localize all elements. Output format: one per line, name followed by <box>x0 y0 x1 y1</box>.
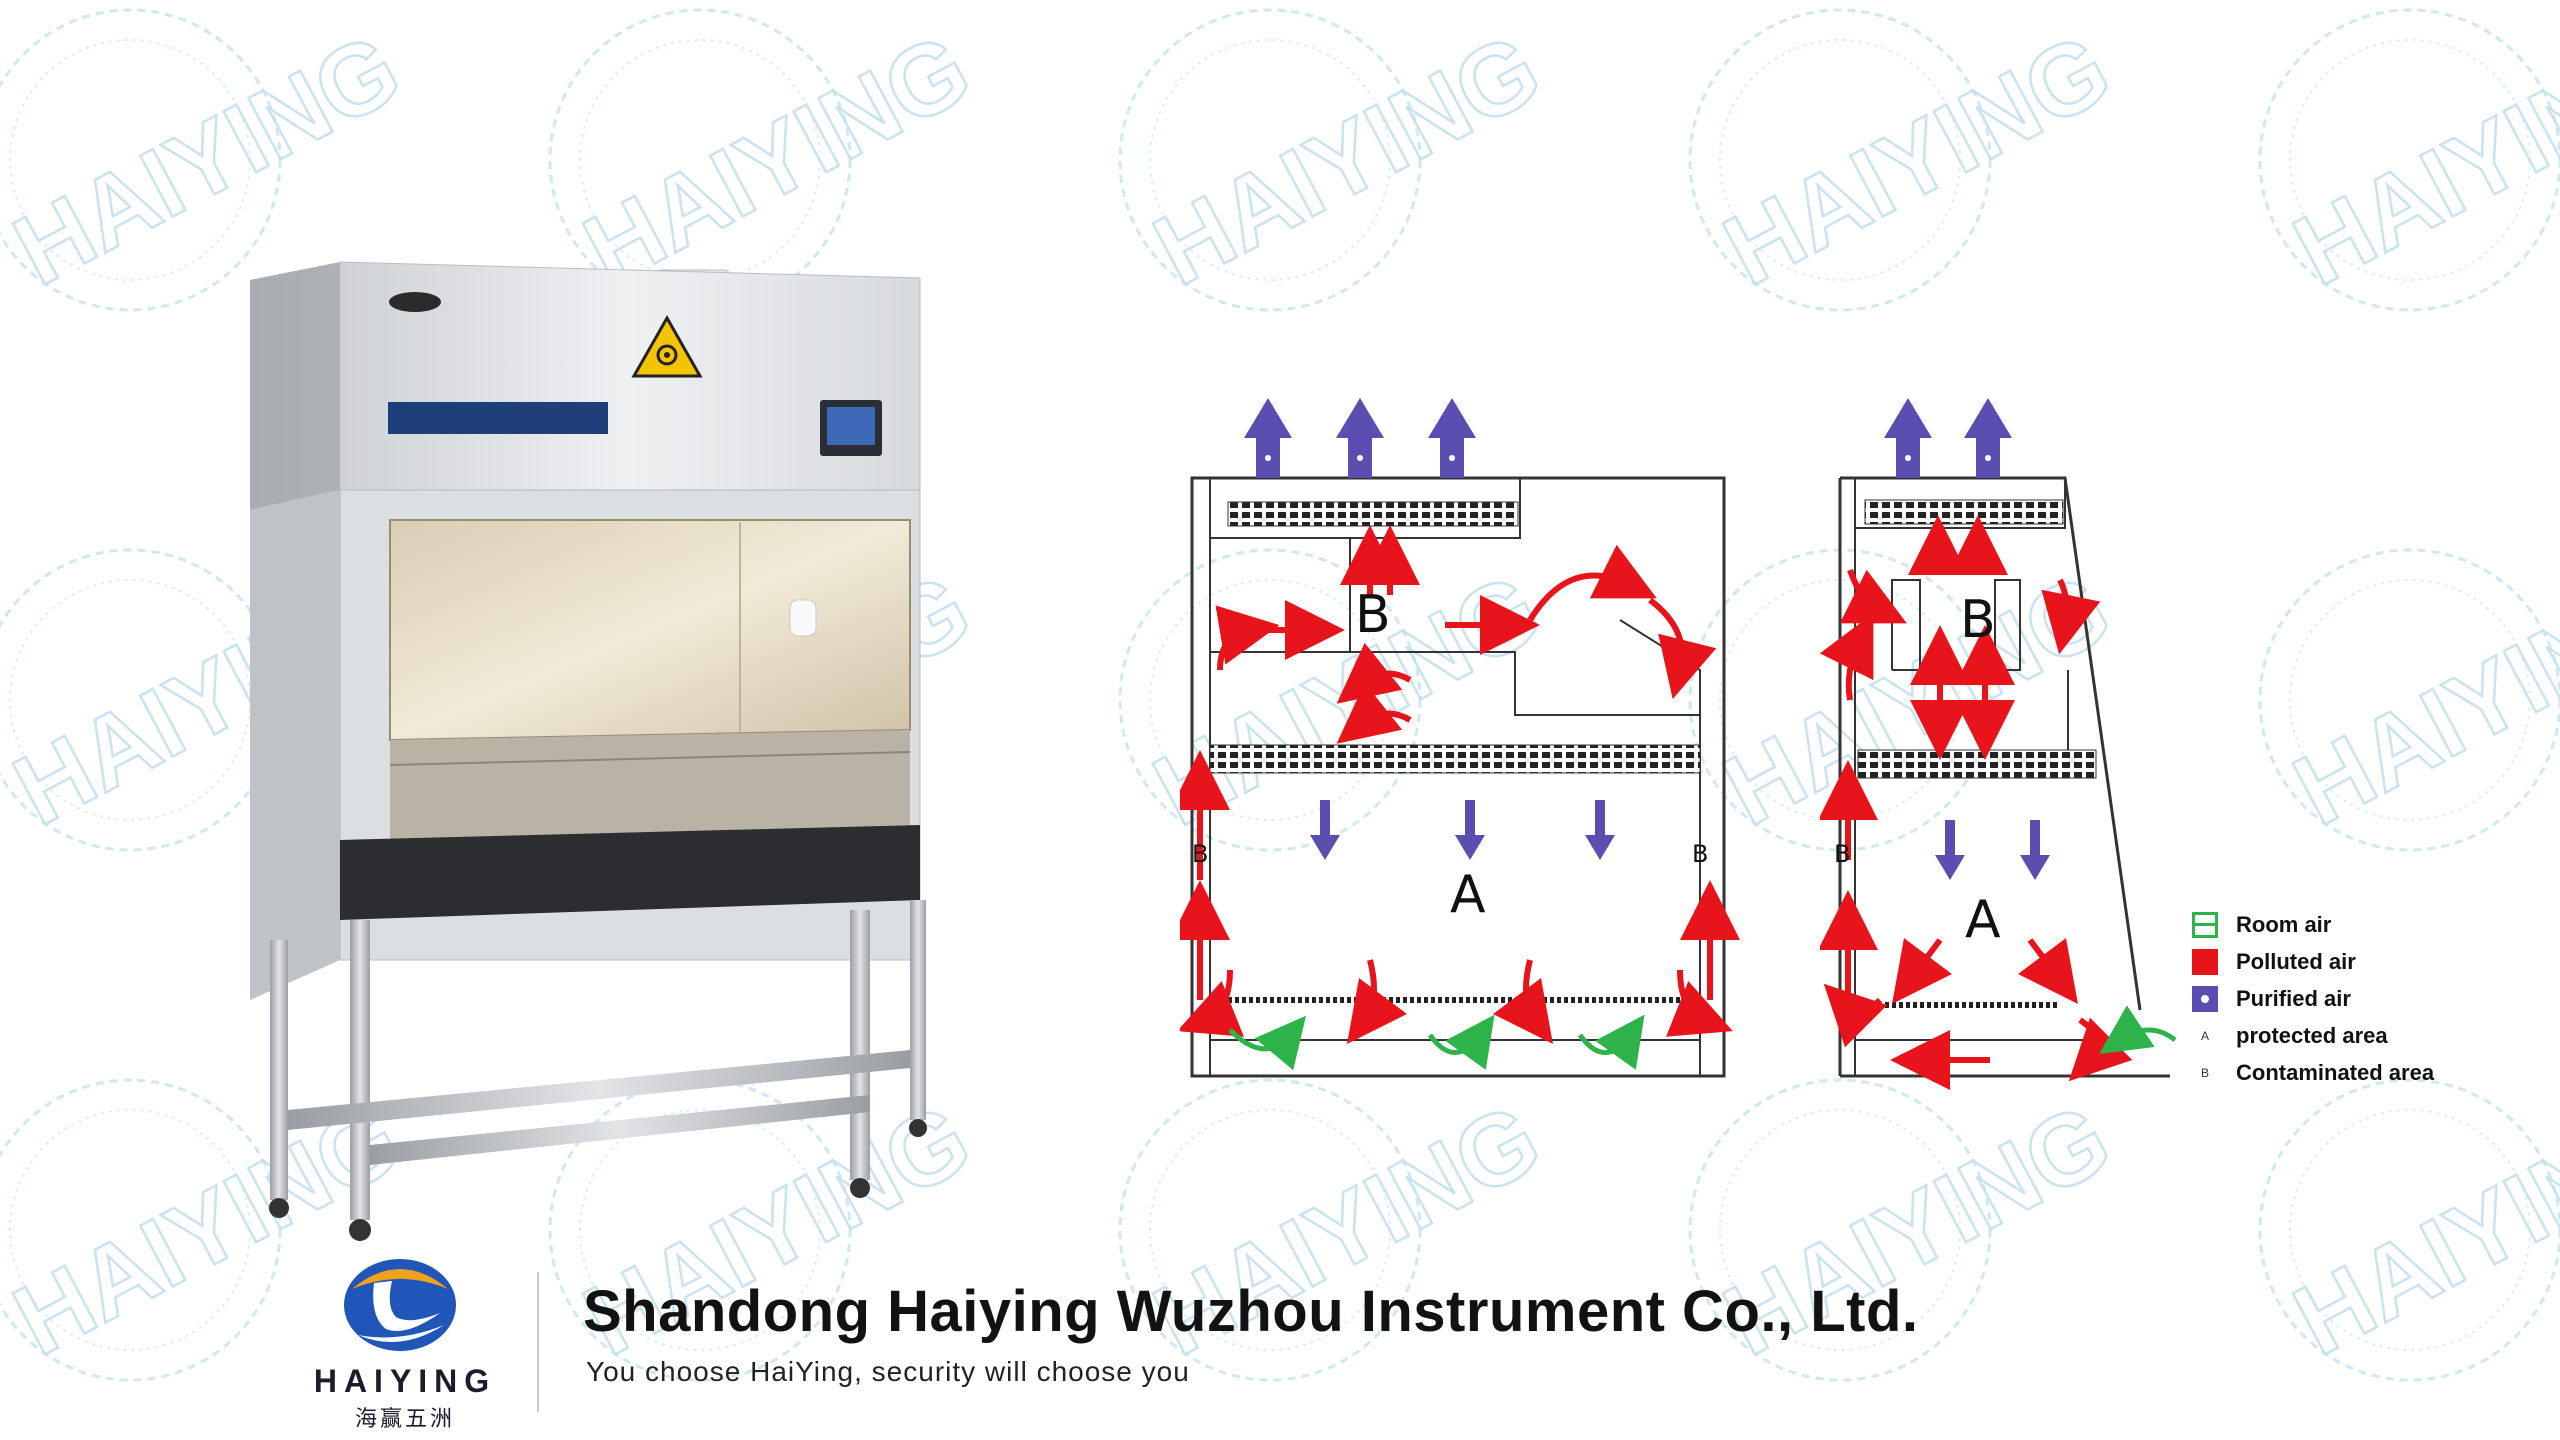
supply-hepa-filter <box>1209 744 1701 774</box>
cabinet-side <box>250 490 340 1000</box>
letter-a-icon: A <box>2200 1028 2209 1043</box>
company-name: Shandong Haiying Wuzhou Instrument Co., … <box>583 1279 1919 1344</box>
cabinet-outline <box>1190 476 1726 1078</box>
side-zone-b-label: B <box>1960 590 1996 650</box>
legend-label: Purified air <box>2236 985 2351 1011</box>
purified-air-icon <box>2192 985 2218 1012</box>
side-supply-filter <box>1857 749 2097 779</box>
downflow-purified-arrows <box>1310 800 1615 860</box>
legend-label: Polluted air <box>2236 948 2356 974</box>
stand-leg <box>350 920 370 1220</box>
glass-sash <box>389 519 911 742</box>
caster-wheel <box>850 1178 870 1198</box>
touchscreen-display <box>827 407 875 445</box>
room-air-icon <box>2192 911 2218 938</box>
company-slogan: You choose HaiYing, security will choose… <box>586 1356 1190 1387</box>
stand-crossbar <box>288 1050 910 1130</box>
airflow-legend: Room air Polluted air Purified air A pro… <box>2192 906 2552 1091</box>
safety-cabinet-photo <box>250 261 927 1241</box>
haiying-logo-icon <box>344 1259 456 1351</box>
legend-label: Room air <box>2236 911 2332 937</box>
model-label-panel <box>388 402 608 434</box>
company-logo: HAIYING 海赢五洲 <box>300 1255 510 1432</box>
polluted-air-icon <box>2192 948 2218 975</box>
footer-divider <box>537 1272 539 1412</box>
side-b-label: B <box>1834 840 1851 868</box>
side-purified-exhaust-arrows <box>1884 398 2050 880</box>
side-airflow-diagram: B A B <box>1818 380 2200 1090</box>
watermark-text: HAIYING <box>1707 12 2128 307</box>
legend-item-room-air: Room air <box>2192 906 2552 943</box>
watermark-text: HAIYING <box>2277 12 2560 307</box>
side-zone-a-label: A <box>1965 890 2001 950</box>
caster-wheel <box>909 1119 927 1137</box>
biohazard-icon <box>631 314 703 378</box>
caster-wheel <box>349 1219 371 1241</box>
exhaust-hepa-filter <box>1227 501 1519 527</box>
zone-b-label: B <box>1355 585 1391 645</box>
legend-item-contaminated-area: B Contaminated area <box>2192 1054 2552 1091</box>
caster-wheel <box>269 1198 289 1218</box>
polluted-air-arrows <box>1170 525 1740 1045</box>
stand-leg <box>270 940 288 1200</box>
side-exhaust-filter <box>1864 499 2064 525</box>
legend-item-purified-air: Purified air <box>2192 980 2552 1017</box>
stand-leg <box>910 900 926 1120</box>
purified-exhaust-arrows <box>1244 398 1476 478</box>
stand-crossbar <box>370 1095 870 1165</box>
watermark-text: HAIYING <box>2277 1082 2560 1377</box>
legend-label: protected area <box>2236 1022 2388 1048</box>
front-airflow-drawing <box>1170 398 1740 1078</box>
logo-chinese-name: 海赢五洲 <box>354 1407 455 1432</box>
watermark-text: HAIYING <box>1137 12 1558 307</box>
room-air-arrows <box>1228 1014 1645 1071</box>
watermark-text: HAIYING <box>2277 552 2560 847</box>
cabinet-base <box>340 825 920 920</box>
legend-label: Contaminated area <box>2236 1059 2435 1085</box>
zone-a-label: A <box>1450 865 1486 925</box>
side-polluted-air-arrows <box>1818 515 2133 1090</box>
stand-leg <box>850 910 870 1180</box>
side-b-label-right: B <box>1692 840 1709 868</box>
side-room-air-arrows <box>2099 1005 2177 1054</box>
interior-outlet <box>789 599 817 637</box>
brand-badge <box>389 292 441 312</box>
front-airflow-diagram: B A B B <box>1170 380 1740 1090</box>
work-surface <box>390 730 910 840</box>
logo-wordmark: HAIYING <box>313 1363 497 1399</box>
legend-item-protected-area: A protected area <box>2192 1017 2552 1054</box>
legend-item-polluted-air: Polluted air <box>2192 943 2552 980</box>
letter-b-icon: B <box>2200 1065 2209 1080</box>
side-b-label-left: B <box>1192 840 1209 868</box>
side-airflow-drawing <box>1818 398 2177 1090</box>
